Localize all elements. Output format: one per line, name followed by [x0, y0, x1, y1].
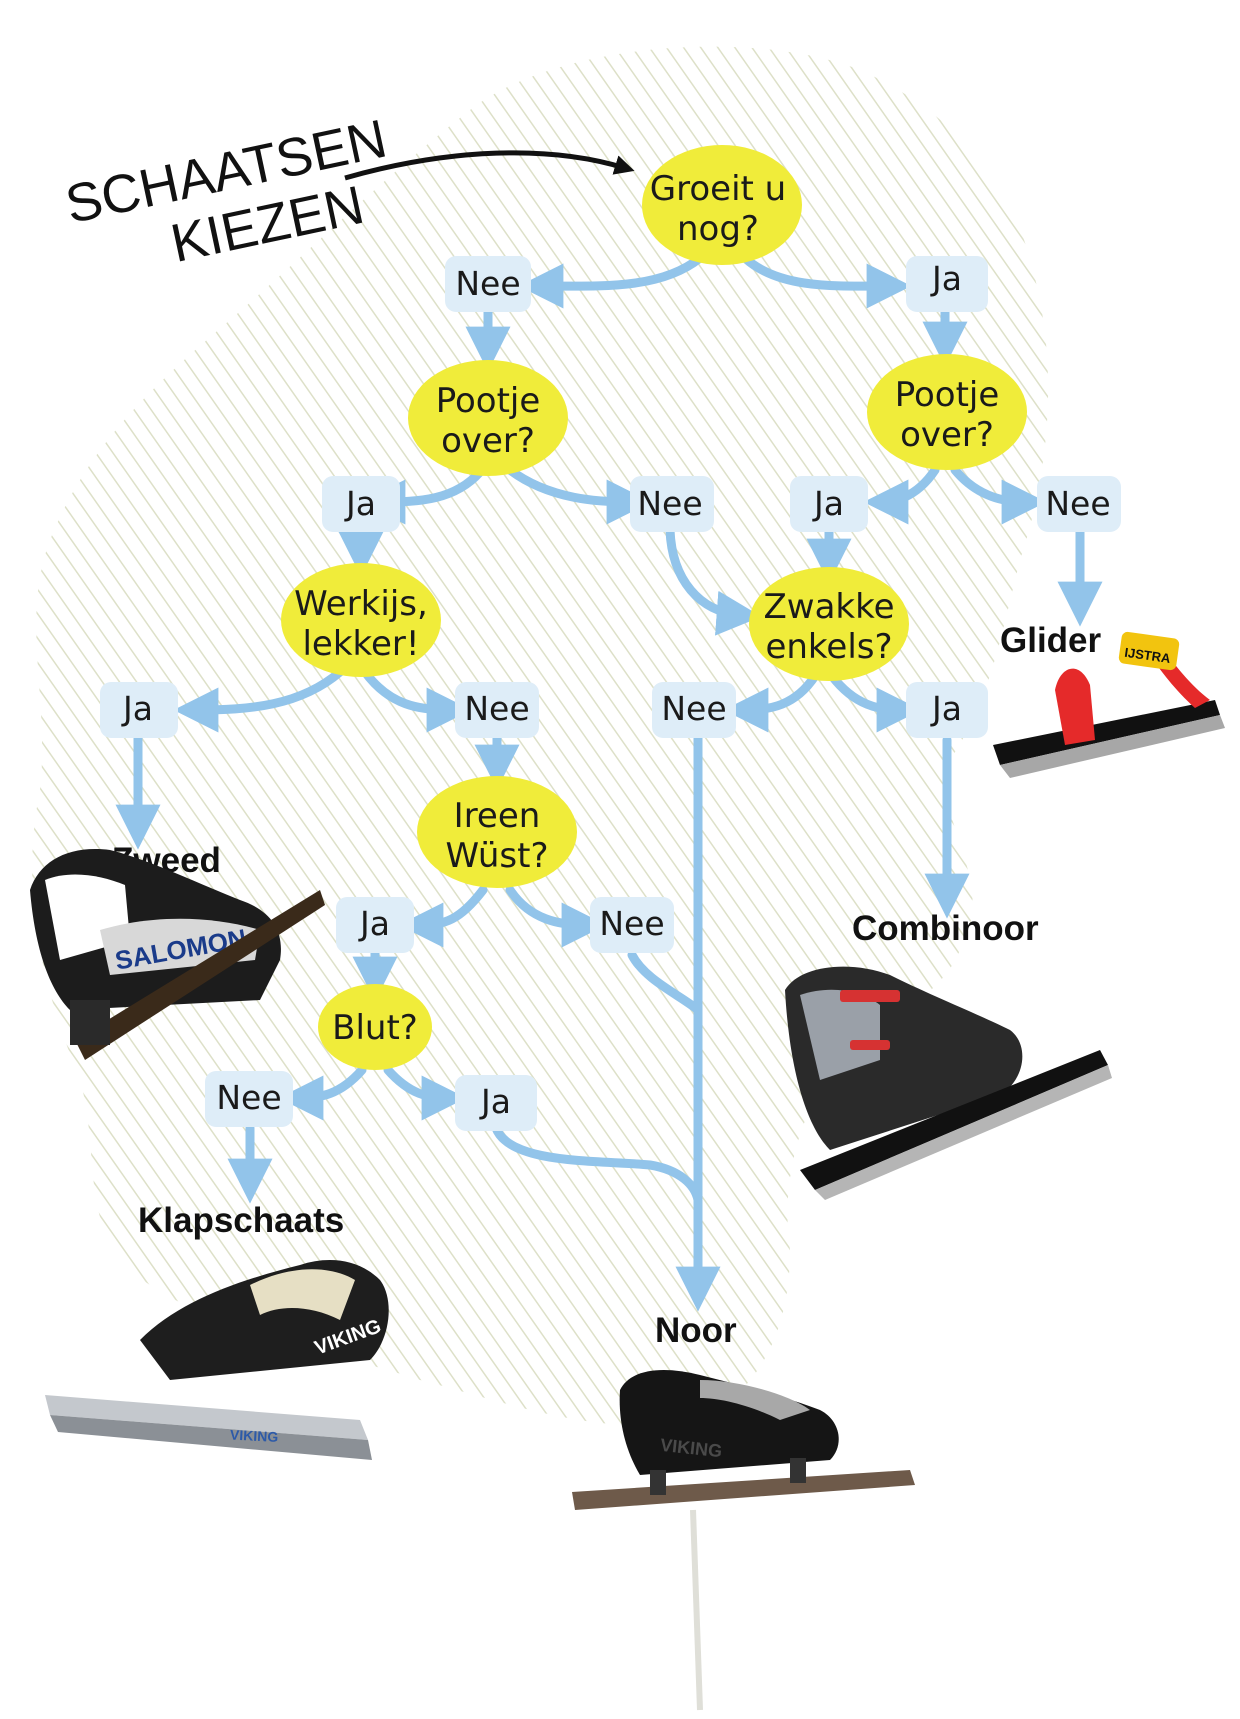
answer-box: Nee — [445, 256, 531, 312]
svg-text:Zwakke: Zwakke — [763, 587, 894, 627]
connector — [740, 253, 912, 309]
connector — [950, 465, 1047, 525]
title-arrow — [344, 150, 635, 181]
answer-box: Ja — [790, 476, 868, 532]
glider-skate-image: IJSTRA — [993, 631, 1225, 778]
connector — [278, 1065, 367, 1121]
answer-box: Ja — [455, 1075, 537, 1131]
zweed-skate-image: SALOMON — [30, 849, 325, 1060]
answer-box: Ja — [336, 897, 414, 953]
svg-text:Pootje: Pootje — [895, 375, 1000, 415]
connector — [505, 885, 607, 948]
svg-text:Wüst?: Wüst? — [445, 836, 548, 876]
svg-text:over?: over? — [900, 415, 994, 455]
svg-text:Pootje: Pootje — [436, 381, 541, 421]
svg-text:Nee: Nee — [637, 484, 702, 523]
question-groeit: Groeit u nog? — [642, 145, 802, 265]
svg-text:Werkijs,: Werkijs, — [294, 584, 428, 624]
klapschaats-skate-image: VIKING VIKING — [45, 1260, 389, 1460]
answer-box: Nee — [205, 1071, 293, 1127]
result-klapschaats: Klapschaats — [138, 1201, 344, 1240]
answer-box: Nee — [590, 897, 674, 953]
connector — [383, 1065, 467, 1121]
svg-text:Ireen: Ireen — [454, 796, 541, 836]
svg-text:enkels?: enkels? — [765, 627, 892, 667]
question-blut: Blut? — [318, 984, 432, 1070]
combinoor-skate-image — [785, 966, 1112, 1200]
connector — [665, 525, 762, 636]
result-glider: Glider — [1000, 621, 1102, 660]
connector — [863, 465, 940, 525]
answer-box: Ja — [322, 476, 400, 532]
question-werkijs: Werkijs, lekker! — [281, 563, 441, 677]
glider-brand-label: IJSTRA — [1124, 645, 1172, 666]
noor-skate-image: VIKING — [572, 1370, 915, 1711]
klapschaats-blade-label: VIKING — [230, 1426, 279, 1445]
svg-text:Ja: Ja — [479, 1082, 511, 1121]
svg-text:Nee: Nee — [464, 689, 529, 728]
svg-text:Ja: Ja — [344, 484, 376, 523]
answer-box: Ja — [906, 682, 988, 738]
svg-text:Nee: Nee — [599, 904, 664, 943]
svg-text:Ja: Ja — [812, 484, 844, 523]
connector — [360, 667, 472, 733]
answer-box: Ja — [100, 682, 178, 738]
answer-box: Ja — [906, 256, 988, 312]
question-zwakke: Zwakke enkels? — [749, 567, 909, 681]
connector — [173, 667, 345, 733]
result-combinoor: Combinoor — [852, 909, 1039, 948]
question-pootje-right: Pootje over? — [867, 354, 1027, 470]
answer-box: Nee — [630, 476, 714, 532]
svg-text:Blut?: Blut? — [332, 1008, 418, 1048]
result-noor: Noor — [655, 1311, 737, 1350]
connector — [723, 671, 820, 733]
svg-text:Nee: Nee — [455, 264, 520, 303]
question-ireen: Ireen Wüst? — [417, 776, 577, 888]
svg-text:over?: over? — [441, 421, 535, 461]
connector — [518, 253, 705, 309]
connector — [827, 671, 922, 733]
svg-text:Ja: Ja — [930, 259, 962, 298]
title: SCHAATSEN KIEZEN — [60, 109, 391, 274]
svg-text:Ja: Ja — [930, 689, 962, 728]
svg-text:Ja: Ja — [121, 689, 153, 728]
svg-text:nog?: nog? — [677, 209, 759, 249]
svg-text:Groeit u: Groeit u — [650, 169, 786, 209]
answer-box: Nee — [652, 682, 736, 738]
connector — [398, 885, 488, 948]
question-pootje-left: Pootje over? — [408, 360, 568, 476]
connector — [627, 950, 703, 1015]
answer-box: Nee — [455, 682, 539, 738]
answer-box: Nee — [1037, 476, 1121, 532]
svg-text:Nee: Nee — [216, 1078, 281, 1117]
svg-text:Ja: Ja — [358, 904, 390, 943]
connector — [505, 465, 652, 525]
svg-text:lekker!: lekker! — [302, 624, 419, 664]
connector — [491, 1123, 703, 1205]
svg-text:Nee: Nee — [1045, 484, 1110, 523]
svg-text:Nee: Nee — [661, 689, 726, 728]
